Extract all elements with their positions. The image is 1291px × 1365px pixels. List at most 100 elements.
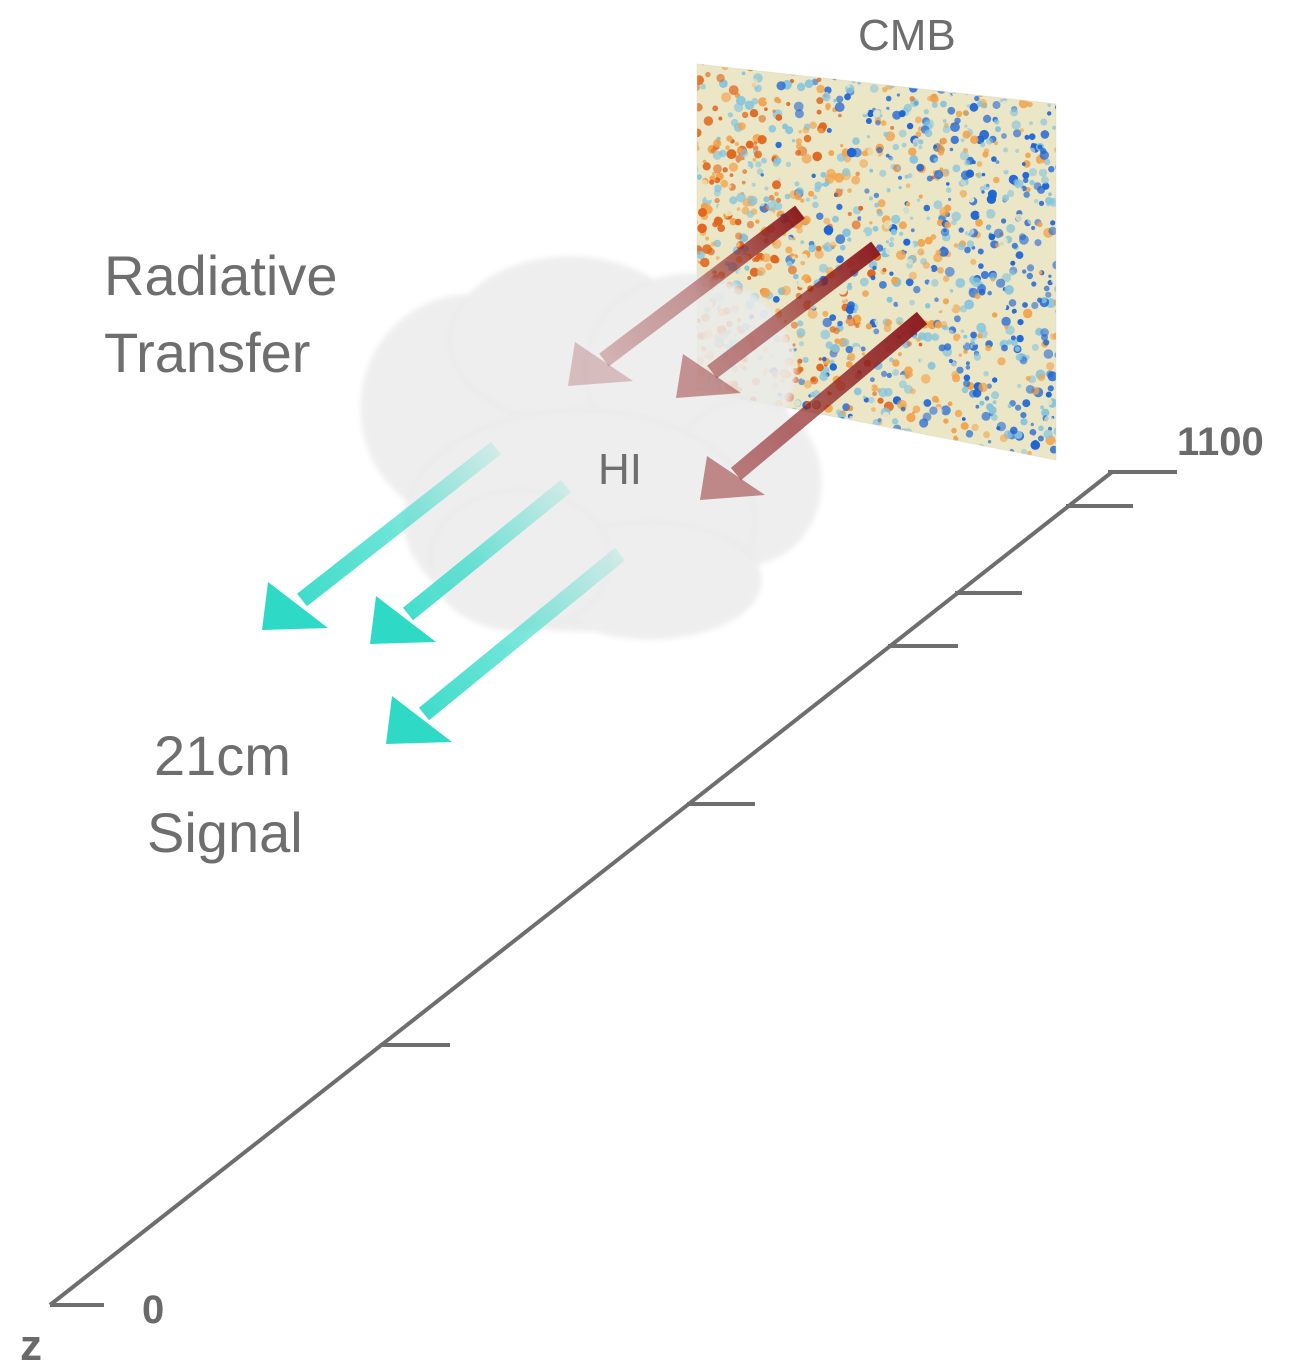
cmb-anisotropy-speck	[880, 120, 887, 126]
cmb-anisotropy-speck	[830, 198, 835, 202]
cmb-anisotropy-speck	[896, 93, 901, 97]
cmb-anisotropy-speck	[1030, 77, 1041, 88]
cmb-anisotropy-speck	[971, 463, 975, 467]
cmb-anisotropy-speck	[867, 69, 874, 75]
cmb-anisotropy-speck	[700, 257, 710, 268]
cmb-anisotropy-speck	[1001, 344, 1008, 352]
cmb-anisotropy-speck	[912, 405, 921, 414]
cmb-anisotropy-speck	[1025, 71, 1033, 80]
cmb-anisotropy-speck	[992, 400, 997, 405]
cmb-anisotropy-speck	[939, 167, 944, 171]
cmb-anisotropy-speck	[1048, 166, 1055, 173]
cmb-anisotropy-speck	[908, 115, 913, 120]
cmb-anisotropy-speck	[734, 141, 740, 147]
cmb-anisotropy-speck	[1047, 111, 1052, 116]
cmb-anisotropy-speck	[1023, 346, 1028, 350]
cmb-anisotropy-speck	[892, 369, 899, 376]
cmb-anisotropy-speck	[881, 437, 892, 447]
cmb-anisotropy-speck	[985, 209, 996, 219]
cmb-anisotropy-speck	[872, 440, 882, 450]
cmb-anisotropy-speck	[849, 415, 854, 420]
cmb-anisotropy-speck	[860, 106, 869, 115]
cmb-anisotropy-speck	[999, 434, 1008, 443]
cmb-anisotropy-speck	[697, 250, 705, 260]
cmb-anisotropy-speck	[943, 418, 949, 424]
cmb-anisotropy-speck	[1020, 412, 1027, 419]
cmb-anisotropy-speck	[877, 185, 888, 195]
cmb-anisotropy-speck	[1059, 139, 1064, 144]
cmb-anisotropy-speck	[961, 213, 968, 221]
cmb-anisotropy-speck	[818, 128, 824, 134]
cmb-anisotropy-speck	[961, 417, 966, 421]
cmb-anisotropy-speck	[1053, 463, 1058, 468]
cmb-anisotropy-speck	[814, 249, 824, 259]
cmb-anisotropy-speck	[789, 190, 799, 200]
cmb-anisotropy-speck	[962, 109, 969, 116]
cmb-anisotropy-speck	[1021, 448, 1027, 455]
cmb-anisotropy-speck	[735, 228, 741, 234]
cmb-anisotropy-speck	[828, 422, 836, 430]
cmb-anisotropy-speck	[996, 466, 999, 469]
cmb-anisotropy-speck	[925, 303, 931, 309]
cmb-anisotropy-speck	[1029, 179, 1035, 186]
cmb-anisotropy-speck	[965, 365, 971, 370]
cmb-anisotropy-speck	[940, 100, 947, 108]
cmb-anisotropy-speck	[693, 68, 697, 72]
cmb-anisotropy-speck	[838, 113, 842, 118]
cmb-anisotropy-speck	[877, 418, 882, 423]
cmb-anisotropy-speck	[966, 75, 972, 81]
cmb-anisotropy-speck	[1022, 160, 1031, 168]
cmb-anisotropy-speck	[1046, 362, 1055, 371]
cmb-anisotropy-speck	[895, 448, 905, 458]
cmb-anisotropy-speck	[697, 89, 702, 99]
cmb-anisotropy-speck	[961, 74, 969, 83]
cmb-anisotropy-speck	[806, 224, 812, 231]
cmb-anisotropy-speck	[851, 282, 859, 290]
cmb-anisotropy-speck	[754, 150, 762, 159]
cmb-anisotropy-speck	[883, 220, 893, 229]
cmb-anisotropy-speck	[971, 160, 976, 165]
cmb-anisotropy-speck	[851, 77, 857, 84]
cmb-anisotropy-speck	[923, 109, 929, 115]
cmb-anisotropy-speck	[1013, 129, 1022, 138]
cmb-anisotropy-speck	[1040, 355, 1046, 361]
cmb-anisotropy-speck	[969, 102, 979, 112]
cmb-anisotropy-speck	[1047, 103, 1051, 107]
cmb-anisotropy-speck	[808, 266, 816, 274]
cmb-anisotropy-speck	[934, 297, 939, 303]
cmb-anisotropy-speck	[890, 434, 899, 444]
cmb-anisotropy-speck	[922, 412, 932, 422]
cmb-anisotropy-speck	[1045, 83, 1055, 93]
cmb-anisotropy-speck	[871, 407, 876, 412]
cmb-anisotropy-speck	[995, 263, 1002, 271]
cmb-anisotropy-speck	[906, 122, 914, 130]
cmb-anisotropy-speck	[825, 103, 831, 109]
cmb-anisotropy-speck	[866, 154, 875, 163]
cmb-anisotropy-speck	[900, 465, 908, 473]
cmb-anisotropy-speck	[857, 188, 862, 193]
cmb-anisotropy-speck	[727, 193, 731, 198]
cmb-anisotropy-speck	[1001, 133, 1007, 139]
cmb-anisotropy-speck	[898, 380, 907, 389]
cmb-anisotropy-speck	[1029, 121, 1033, 126]
cmb-anisotropy-speck	[950, 135, 959, 145]
cmb-anisotropy-speck	[786, 101, 791, 107]
cmb-anisotropy-speck	[749, 78, 759, 88]
cmb-anisotropy-speck	[869, 168, 874, 173]
cmb-anisotropy-speck	[963, 374, 971, 382]
cmb-anisotropy-speck	[912, 66, 922, 76]
cmb-anisotropy-speck	[688, 93, 693, 98]
cmb-anisotropy-speck	[936, 458, 944, 460]
cmb-anisotropy-speck	[983, 431, 990, 439]
cmb-anisotropy-speck	[1041, 176, 1049, 185]
cmb-anisotropy-speck	[888, 156, 894, 162]
cmb-anisotropy-speck	[1054, 147, 1056, 153]
cmb-anisotropy-speck	[940, 321, 948, 328]
cmb-anisotropy-speck	[937, 64, 947, 73]
cmb-anisotropy-speck	[760, 287, 771, 298]
cmb-anisotropy-speck	[891, 383, 899, 391]
cmb-anisotropy-speck	[819, 177, 826, 184]
cmb-anisotropy-speck	[688, 209, 695, 216]
cmb-anisotropy-speck	[942, 119, 947, 123]
cmb-anisotropy-speck	[1059, 455, 1064, 460]
